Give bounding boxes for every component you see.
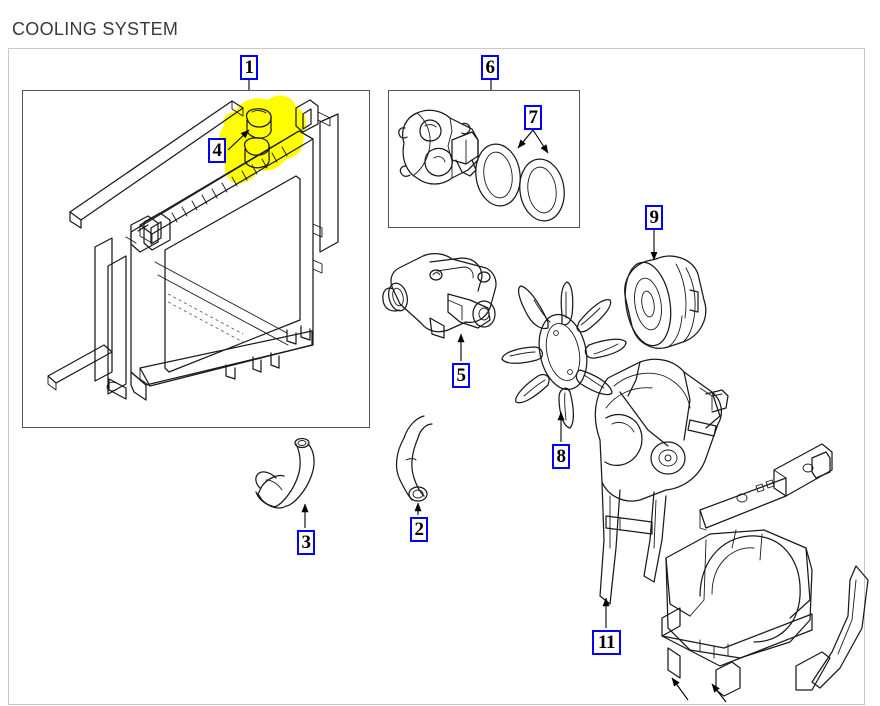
callout-badge-8[interactable]: 8 [552, 444, 570, 469]
callout-badge-9[interactable]: 9 [645, 205, 663, 230]
callout-badge-4[interactable]: 4 [208, 138, 226, 163]
callout-badge-3[interactable]: 3 [297, 530, 315, 555]
callout-badge-7[interactable]: 7 [524, 105, 542, 130]
radiator-assembly-panel[interactable] [22, 90, 370, 428]
callout-badge-11[interactable]: 11 [592, 630, 621, 655]
callout-badge-6[interactable]: 6 [481, 55, 499, 80]
water-pump-panel[interactable] [388, 90, 580, 228]
callout-badge-2[interactable]: 2 [410, 517, 428, 542]
callout-badge-5[interactable]: 5 [452, 363, 470, 388]
callout-badge-1[interactable]: 1 [240, 55, 258, 80]
page-title: COOLING SYSTEM [12, 19, 179, 39]
